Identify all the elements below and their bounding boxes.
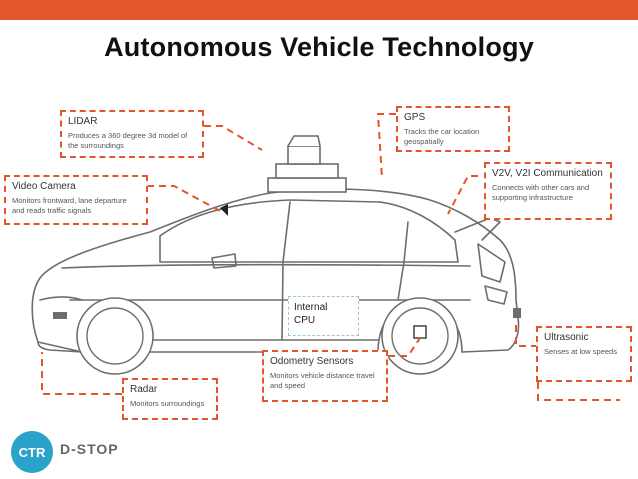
rear-sensor bbox=[513, 308, 521, 318]
callout-heading: Ultrasonic bbox=[544, 332, 589, 343]
cpu-label-line2: CPU bbox=[294, 315, 316, 326]
header-bar bbox=[0, 0, 638, 20]
callout-gps: GPS Tracks the car location geospatially bbox=[396, 106, 510, 152]
callout-v2v-v2i: V2V, V2I Communication Connects with oth… bbox=[484, 162, 612, 220]
roof-rack bbox=[267, 135, 347, 193]
ctr-logo-icon: CTR bbox=[11, 431, 53, 473]
callout-lidar: LIDAR Produces a 360 degree 3d model of … bbox=[60, 110, 204, 158]
callout-odometry-sensors: Odometry Sensors Monitors vehicle distan… bbox=[262, 350, 388, 402]
front-wheel bbox=[76, 297, 154, 375]
slide-title: Autonomous Vehicle Technology bbox=[104, 32, 534, 62]
svg-text:CTR: CTR bbox=[19, 445, 46, 460]
logo-text: D-STOP bbox=[60, 441, 119, 457]
callout-body: Monitors vehicle distance travel and spe… bbox=[270, 371, 375, 390]
callout-heading: V2V, V2I Communication bbox=[492, 168, 603, 179]
callout-body: Connects with other cars and supporting … bbox=[492, 183, 590, 202]
callout-heading: LIDAR bbox=[68, 116, 98, 127]
callout-heading: Odometry Sensors bbox=[270, 356, 354, 367]
callout-ultrasonic: Ultrasonic Senses at low speeds bbox=[536, 326, 632, 382]
front-sensor bbox=[53, 312, 67, 319]
callout-body: Tracks the car location geospatially bbox=[404, 127, 480, 146]
callout-heading: GPS bbox=[404, 112, 426, 123]
rear-wheel bbox=[381, 297, 459, 375]
callout-heading: Video Camera bbox=[12, 181, 76, 192]
callout-body: Monitors frontward, lane departure and r… bbox=[12, 196, 127, 215]
internal-cpu-box: Internal CPU bbox=[288, 296, 359, 336]
callout-body: Senses at low speeds bbox=[544, 347, 617, 356]
camera-mark bbox=[220, 204, 228, 216]
callout-radar: Radar Monitors surroundings bbox=[122, 378, 218, 420]
leader-lines bbox=[41, 113, 620, 401]
callout-heading: Radar bbox=[130, 384, 158, 395]
callout-body: Produces a 360 degree 3d model of the su… bbox=[68, 131, 188, 150]
callout-body: Monitors surroundings bbox=[130, 399, 205, 408]
cpu-label-line1: Internal bbox=[294, 302, 328, 313]
callout-video-camera: Video Camera Monitors frontward, lane de… bbox=[4, 175, 148, 225]
